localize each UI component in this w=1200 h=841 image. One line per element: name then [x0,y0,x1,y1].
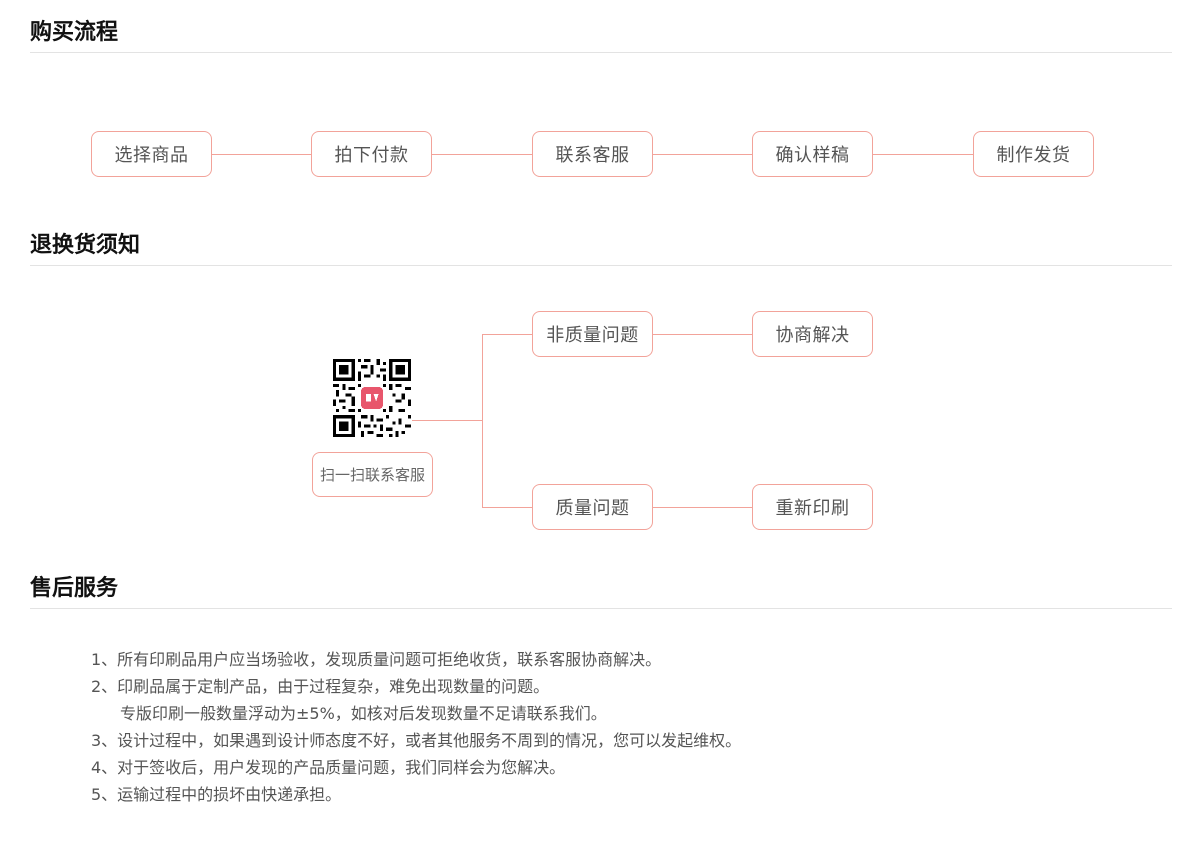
step-contact-service: 联系客服 [532,131,653,177]
scan-contact-service: 扫一扫联系客服 [312,452,433,497]
qr-connector [412,420,482,421]
aftersale-list: 1、所有印刷品用户应当场验收，发现质量问题可拒绝收货，联系客服协商解决。 2、印… [91,646,741,808]
non-quality-issue: 非质量问题 [532,311,653,357]
step-select-product: 选择商品 [91,131,212,177]
section-title-returns: 退换货须知 [30,235,1172,266]
reprint: 重新印刷 [752,484,873,530]
list-item: 5、运输过程中的损坏由快递承担。 [91,785,342,804]
list-item: 2、印刷品属于定制产品，由于过程复杂，难免出现数量的问题。 [91,677,550,696]
section-title-aftersale: 售后服务 [30,578,1172,609]
list-item: 专版印刷一般数量浮动为±5%，如核对后发现数量不足请联系我们。 [120,704,607,723]
list-item: 4、对于签收后，用户发现的产品质量问题，我们同样会为您解决。 [91,758,566,777]
list-item: 1、所有印刷品用户应当场验收，发现质量问题可拒绝收货，联系客服协商解决。 [91,650,662,669]
qr-code-icon[interactable] [333,359,411,437]
list-item: 3、设计过程中，如果遇到设计师态度不好，或者其他服务不周到的情况，您可以发起维权… [91,731,742,750]
branch-vertical [482,334,483,507]
section-title-purchase: 购买流程 [30,22,1172,53]
quality-connector [652,507,752,508]
branch-bottom [482,507,532,508]
step-produce-ship: 制作发货 [973,131,1094,177]
step-pay: 拍下付款 [311,131,432,177]
branch-top [482,334,532,335]
negotiate-resolution: 协商解决 [752,311,873,357]
non-quality-connector [652,334,752,335]
step-confirm-proof: 确认样稿 [752,131,873,177]
quality-issue: 质量问题 [532,484,653,530]
